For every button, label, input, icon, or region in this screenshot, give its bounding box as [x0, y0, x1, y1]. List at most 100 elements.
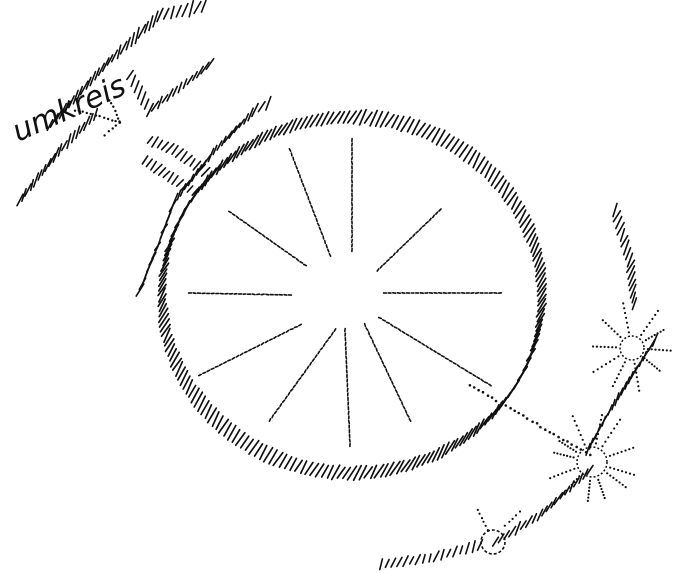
star-node-upper-ray-dot [615, 346, 617, 348]
star-node-lower-ray-dot [632, 447, 634, 449]
right-lower-stroke-tick [493, 537, 499, 546]
handle-bottom-tick [159, 168, 166, 175]
star-node-upper-ray-dot [670, 350, 672, 352]
star-node-lower-ray-dot [573, 481, 575, 483]
spoke-dash [296, 381, 297, 383]
star-node-lower-ray-dot [629, 473, 631, 475]
right-lower-stroke [493, 466, 593, 547]
star-node-upper-core [620, 336, 644, 360]
star-node-lower-ray-dot [566, 455, 568, 457]
arrow-head-a-dot [117, 117, 119, 119]
arrow-shaft-dot [90, 113, 92, 115]
star-node-lower-ray-dot [576, 425, 578, 427]
ring-node-circle [481, 530, 505, 554]
spoke-dash [253, 347, 256, 348]
connector-dots-dot [552, 433, 555, 436]
spoke-dash [406, 334, 408, 335]
spoke-dash [384, 365, 386, 367]
arrow-shaft-dot [114, 120, 116, 122]
main-circle-tick [437, 445, 444, 460]
handle-bottom-tick [146, 159, 152, 167]
star-node-upper-ray-dot [634, 363, 636, 365]
star-node-lower-ray-dot [549, 477, 551, 479]
spoke-dash [382, 361, 383, 364]
star-node-lower-ray-dot [573, 468, 575, 470]
star-node-upper-ray-dot [654, 334, 656, 336]
upper-left-stroke-a-tick [202, 0, 207, 12]
bottom-stroke-tick [429, 554, 431, 562]
spoke-dash [352, 162, 353, 165]
upper-left-stroke-a-tick [126, 38, 130, 50]
spoke-dash [414, 339, 417, 340]
arrow-shaft-dot [78, 109, 80, 111]
spoke-dash [469, 373, 472, 374]
star-node-upper-ray-dot [648, 361, 650, 363]
upper-left-stroke-c-tick [178, 82, 181, 92]
star-node-upper-ray-dot [647, 348, 649, 350]
star-node-upper-ray-dot [648, 337, 650, 339]
spoke-dash [300, 262, 303, 263]
star-node-lower-ray-dot [567, 445, 569, 447]
spoke-dash [310, 201, 311, 204]
main-circle-tick [485, 413, 492, 425]
upper-left-stroke-b-tick [76, 126, 80, 138]
spoke-dash [390, 377, 391, 380]
spoke-dash [257, 345, 259, 347]
spoke-dash [453, 363, 456, 364]
arrow-head-b-dot [112, 127, 114, 129]
star-node-lower-ray-dot [556, 452, 558, 454]
bottom-stroke-tick [478, 540, 483, 551]
upper-left-stroke-c-tick [134, 81, 139, 93]
star-node-upper-ray-dot [628, 331, 630, 333]
handle-top-tick [162, 142, 169, 149]
connector-dots-dot [549, 431, 552, 434]
star-node-lower-ray-dot [575, 451, 577, 453]
handle-bottom-tick [154, 165, 162, 173]
main-circle-tick [328, 466, 334, 478]
ring-node-tail-a-dot [481, 517, 483, 519]
main-circle-tick [166, 339, 174, 352]
spoke-dash [429, 218, 431, 220]
ring-node-tail-b-dot [511, 518, 513, 520]
main-circle-tick [408, 120, 414, 132]
star-node-lower-ray-dot [604, 441, 606, 443]
spoke-dash [352, 157, 353, 160]
star-node-lower-ray-dot [553, 452, 555, 454]
spoke-dash [394, 253, 396, 255]
spoke-dash [406, 241, 408, 243]
main-circle-tick [524, 224, 534, 237]
main-circle-tick [290, 458, 296, 470]
spoke-dash [252, 294, 255, 295]
star-node-lower-ray-dot [588, 493, 590, 495]
upper-left-stroke-b-tick [80, 123, 85, 133]
star-node-lower-ray-dot [576, 478, 578, 480]
handle-top-tick [172, 146, 178, 155]
star-node-lower-ray-dot [615, 479, 617, 481]
star-node-lower-ray-dot [613, 427, 615, 429]
spoke-dash [278, 335, 280, 337]
bottom-stroke-tick [460, 546, 463, 554]
star-node-lower-ray-dot [613, 468, 615, 470]
star-node-upper-ray-dot [646, 326, 648, 328]
spoke [269, 329, 335, 422]
spoke-dash [384, 263, 386, 265]
star-node-upper-ray-dot [637, 385, 639, 387]
spoke-dash [272, 415, 273, 418]
star-node-upper-ray-dot [616, 377, 618, 379]
spoke-dash [280, 404, 281, 406]
arrow-shaft-dot [111, 119, 113, 121]
main-circle-tick [390, 462, 400, 476]
spoke-dash [418, 341, 420, 342]
star-node-upper-ray-dot [659, 370, 661, 372]
bottom-stroke-tick [385, 560, 389, 568]
lever-stroke-tick [258, 102, 265, 112]
spoke-dash [306, 192, 307, 195]
spoke-dash [259, 232, 261, 234]
handle-bottom-tick [163, 171, 169, 177]
star-node-upper-ray-dot [609, 361, 611, 363]
connector-dots-dot [477, 389, 480, 392]
spoke-dash [270, 240, 272, 242]
upper-left-stroke-c-tick [127, 71, 133, 80]
star-node-lower-ray-dot [619, 481, 621, 483]
star-node-upper-ray [643, 357, 660, 372]
